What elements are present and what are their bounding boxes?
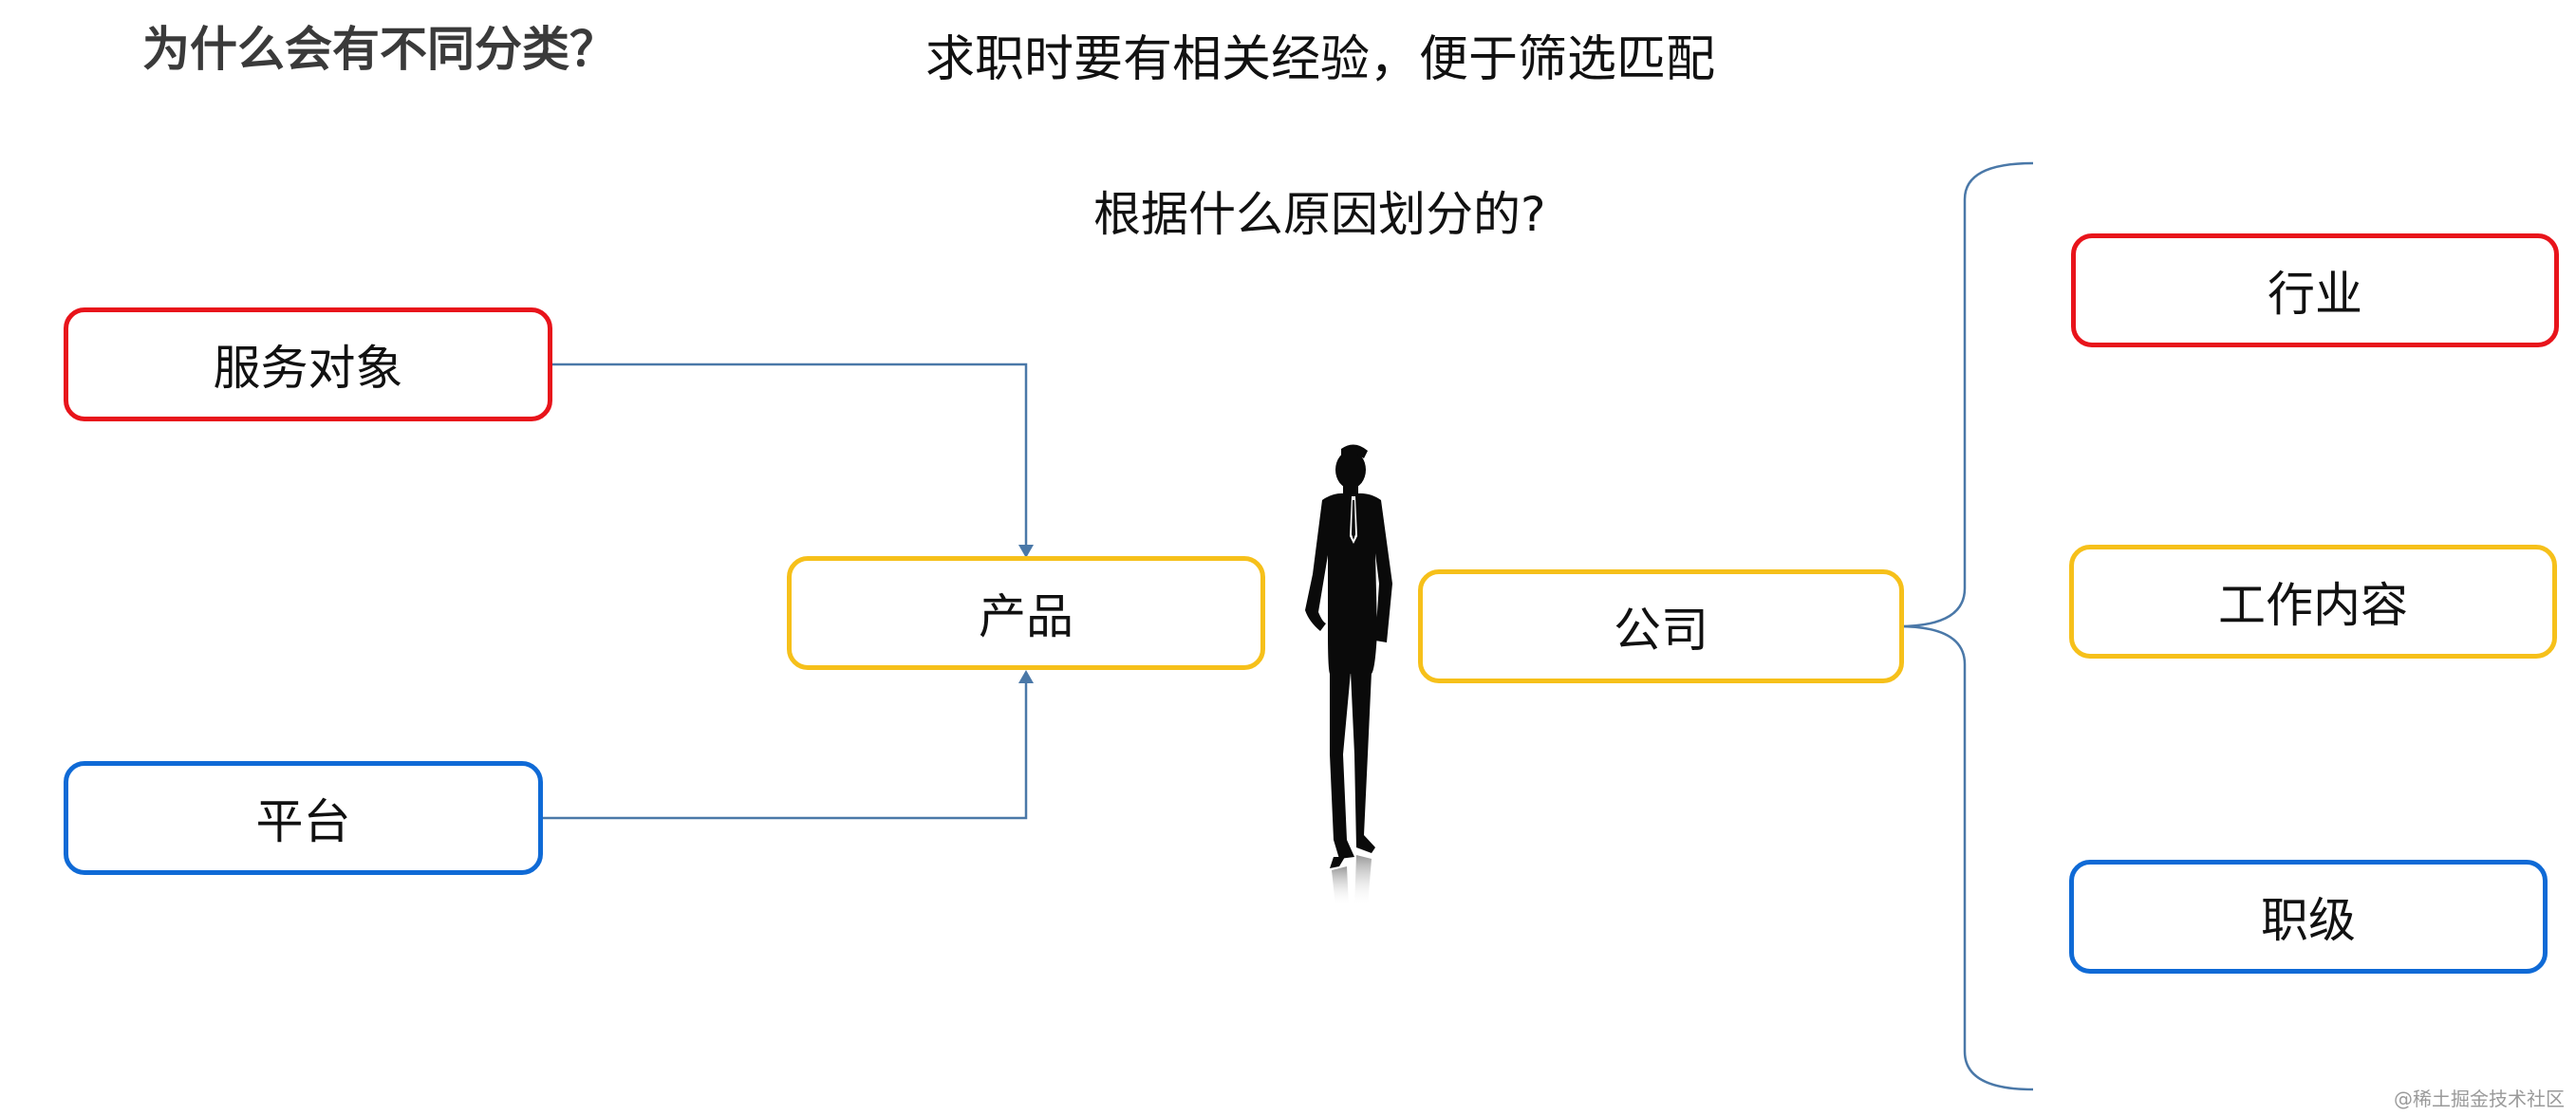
subtitle-question: 根据什么原因划分的?	[1093, 187, 1546, 242]
businessman-silhouette-icon	[1305, 444, 1392, 906]
page-title: 为什么会有不同分类？	[142, 22, 617, 77]
node-product: 产品	[787, 556, 1265, 670]
node-work-content-label: 工作内容	[2218, 578, 2408, 633]
node-platform-label: 平台	[255, 794, 351, 849]
node-work-content: 工作内容	[2069, 545, 2557, 659]
node-industry: 行业	[2071, 233, 2559, 347]
node-platform: 平台	[64, 761, 543, 875]
arrowhead-down	[1018, 545, 1034, 558]
watermark: @稀土掘金技术社区	[2394, 1088, 2565, 1110]
node-job-level: 职级	[2069, 860, 2548, 974]
node-industry-label: 行业	[2268, 267, 2362, 322]
subtitle-matching: 求职时要有相关经验，便于筛选匹配	[925, 31, 1716, 88]
node-job-level-label: 职级	[2261, 893, 2356, 948]
connector-service-to-product	[552, 363, 1028, 549]
node-product-label: 产品	[979, 589, 1073, 644]
connector-platform-to-product	[543, 679, 1028, 820]
arrowhead-up	[1018, 670, 1034, 683]
right-curly-brace	[1897, 161, 2034, 1091]
node-service-target: 服务对象	[64, 307, 552, 421]
node-company: 公司	[1418, 569, 1904, 683]
node-company-label: 公司	[1614, 603, 1708, 658]
node-service-target-label: 服务对象	[213, 341, 403, 396]
